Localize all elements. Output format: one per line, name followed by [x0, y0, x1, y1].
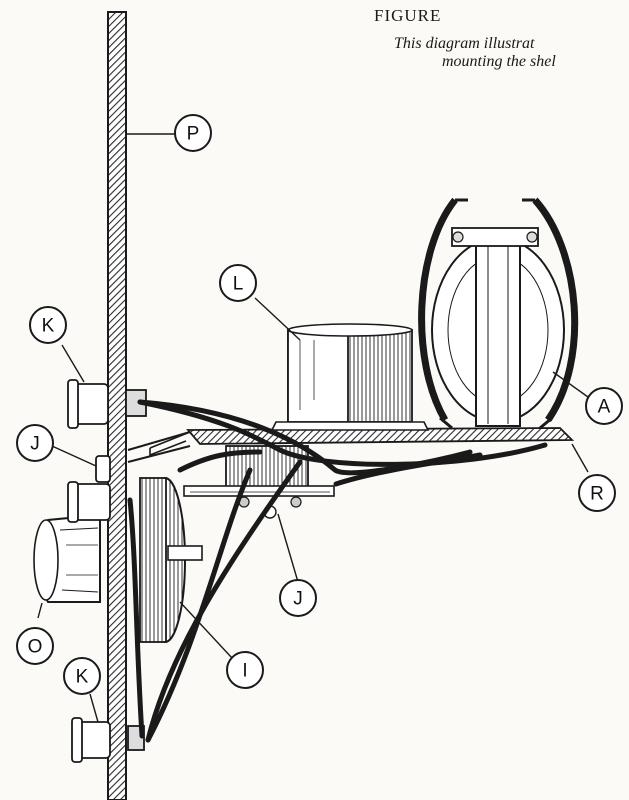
label-circle-l — [219, 264, 257, 302]
shelf-bracket — [127, 431, 191, 463]
label-k-top: K — [42, 316, 55, 337]
label-circle-k-top — [29, 306, 67, 344]
label-i: I — [242, 661, 247, 682]
label-o: O — [28, 637, 43, 658]
caption-line-1: This diagram illustrat — [394, 35, 535, 52]
label-circle-a — [585, 387, 623, 425]
label-circle-j-left — [16, 424, 54, 462]
caption-line-2: mounting the shel — [442, 53, 556, 70]
label-circle-k-bottom — [63, 657, 101, 695]
label-l: L — [233, 274, 244, 295]
label-j-left: J — [30, 434, 40, 455]
coil-component — [418, 197, 579, 430]
panel — [107, 11, 127, 800]
callout-circles — [16, 114, 623, 695]
callout-lines — [37, 133, 589, 723]
label-circle-i — [226, 651, 264, 689]
label-circle-r — [578, 474, 616, 512]
binding-posts — [67, 379, 147, 763]
label-a: A — [598, 397, 611, 418]
label-p: P — [187, 124, 200, 145]
shelf — [149, 427, 575, 457]
label-circle-p — [174, 114, 212, 152]
label-k-bottom: K — [76, 667, 89, 688]
label-circle-j-bottom — [279, 579, 317, 617]
label-circle-o — [16, 627, 54, 665]
knob — [33, 513, 101, 603]
label-r: R — [590, 484, 604, 505]
label-j-bottom: J — [293, 589, 303, 610]
rheostat-component — [139, 477, 203, 643]
can-component — [270, 323, 430, 431]
figure-title: FIGURE — [374, 6, 442, 25]
wires — [127, 399, 548, 743]
